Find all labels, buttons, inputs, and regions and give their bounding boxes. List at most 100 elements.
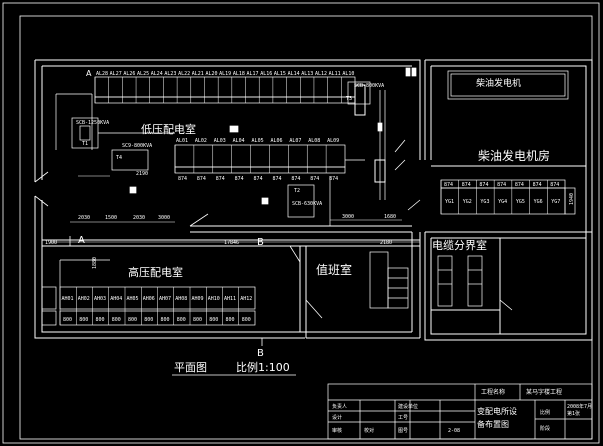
hv-panel-label: AH10 — [208, 296, 220, 302]
lv-top-label: AL22 — [178, 71, 190, 77]
dim-2030b: 2030 — [133, 215, 145, 221]
gen-panel-dim: 874 — [550, 182, 559, 188]
lv-bottom-dim: 874 — [216, 176, 225, 182]
dim-1500: 1500 — [105, 215, 117, 221]
dim-2180: 2180 — [380, 240, 392, 246]
plan-scale: 比例1:100 — [236, 360, 290, 374]
t3-tag: T3 — [346, 96, 352, 102]
gen-panel-label: YG2 — [463, 199, 472, 205]
building-walls — [34, 59, 593, 341]
lv-bottom-label: AL04 — [233, 138, 245, 144]
room-cable: 电缆分界室 — [432, 238, 487, 252]
lv-dimensions — [50, 175, 420, 243]
t4-tag: T4 — [116, 155, 122, 161]
gen-panel-dim: 874 — [533, 182, 542, 188]
dim-1000: 3000 — [158, 215, 170, 221]
lv-top-label: AL11 — [329, 71, 341, 77]
room-high-voltage: 高压配电室 — [128, 265, 183, 279]
tb-drawing-title-1: 变配电所设 — [477, 406, 517, 416]
section-b-mid: B — [257, 237, 264, 248]
generator-panels: YG1874YG2874YG3874YG4874YG5874YG6874YG78… — [440, 180, 560, 214]
lv-bottom-label: AL08 — [308, 138, 320, 144]
hv-panel-dim: 800 — [112, 317, 121, 323]
hv-panel-dim: 800 — [226, 317, 235, 323]
hv-panel-dim: 800 — [79, 317, 88, 323]
dim-1940: 1940 — [569, 193, 575, 205]
hv-panel-dim: 800 — [177, 317, 186, 323]
t1-tag: T1 — [82, 141, 88, 147]
lv-top-label: AL26 — [123, 71, 135, 77]
t3-spec: SCB-800KVA — [354, 83, 384, 89]
lv-top-label: AL27 — [110, 71, 122, 77]
gen-panel-dim: 874 — [515, 182, 524, 188]
gen-panel-label: YG3 — [480, 199, 489, 205]
lv-top-label: AL23 — [164, 71, 176, 77]
room-generator-room: 柴油发电机房 — [478, 148, 550, 163]
hv-panel-dim: 800 — [242, 317, 251, 323]
hv-panel-label: AH03 — [94, 296, 106, 302]
gen-panel-dim: 874 — [462, 182, 471, 188]
tb-drawing-no-value: 2-08 — [448, 428, 460, 434]
section-b-bottom: B — [257, 348, 264, 359]
lv-bottom-label: AL07 — [289, 138, 301, 144]
hv-panel-dim: 800 — [96, 317, 105, 323]
lv-bottom-label: AL03 — [214, 138, 226, 144]
hv-panel-label: AH12 — [240, 296, 252, 302]
tb-project-no-label: 工号 — [398, 415, 408, 421]
hv-panel-label: AH01 — [62, 296, 74, 302]
lv-bottom-dim: 874 — [178, 176, 187, 182]
lv-top-label: AL10 — [342, 71, 354, 77]
hv-panel-label: AH07 — [159, 296, 171, 302]
hv-panels: AH01800AH02800AH03800AH04800AH05800AH068… — [59, 287, 252, 325]
lv-bottom-dim: 874 — [272, 176, 281, 182]
tb-design-label: 设计 — [332, 414, 342, 421]
t2-spec: SCB-630KVA — [292, 201, 322, 207]
lv-top-label: AL14 — [288, 71, 300, 77]
gen-panel-dim: 874 — [497, 182, 506, 188]
lv-bottom-label: AL05 — [252, 138, 264, 144]
lv-top-label: AL15 — [274, 71, 286, 77]
t2-tag: T2 — [294, 188, 300, 194]
gen-panel-dim: 874 — [479, 182, 488, 188]
tb-drawing-no-label: 图号 — [398, 428, 408, 434]
hv-panel-dim: 800 — [144, 317, 153, 323]
hv-panel-label: AH06 — [143, 296, 155, 302]
section-a-mid: A — [78, 235, 85, 246]
lv-bottom-label: AL02 — [195, 138, 207, 144]
duty-equipment — [369, 251, 409, 309]
lv-bottom-dim: 874 — [310, 176, 319, 182]
gen-panel-label: YG5 — [516, 199, 525, 205]
lv-top-label: AL16 — [260, 71, 272, 77]
dim-1880: 1880 — [92, 257, 98, 269]
hv-panel-label: AH11 — [224, 296, 236, 302]
tb-project-label: 工程名称 — [481, 388, 505, 396]
gen-panel-label: YG7 — [551, 199, 560, 205]
t1-spec: SCB-1250KVA — [76, 120, 109, 126]
hv-panel-dim: 800 — [128, 317, 137, 323]
tb-approve-label: 审核 — [332, 427, 342, 434]
dim-2030: 2030 — [78, 215, 90, 221]
gen-panel-label: YG6 — [534, 199, 543, 205]
hv-panel-dim: 800 — [209, 317, 218, 323]
lv-top-label: AL17 — [247, 71, 259, 77]
dim-1900: 1900 — [45, 240, 57, 246]
title-block — [327, 383, 593, 440]
section-a-top: A — [86, 69, 92, 78]
lv-top-label: AL25 — [137, 71, 149, 77]
hv-panel-dim: 800 — [193, 317, 202, 323]
tb-check-label: 校对 — [364, 427, 374, 434]
tb-owner-label: 负责人 — [332, 403, 347, 410]
tb-drawing-title-2: 备布置图 — [477, 419, 509, 429]
lv-bottom-dim: 874 — [329, 176, 338, 182]
lv-bottom-label: AL06 — [270, 138, 282, 144]
room-generator: 柴油发电机 — [476, 77, 521, 89]
gen-panel-dim: 874 — [444, 182, 453, 188]
tb-stage-label: 阶段 — [540, 425, 550, 432]
tb-company-label: 建设单位 — [398, 403, 418, 410]
t4-spec: SC9-800KVA — [122, 143, 152, 149]
room-duty: 值班室 — [316, 262, 352, 277]
dim-1680: 1680 — [384, 214, 396, 220]
hv-panel-label: AH08 — [175, 296, 187, 302]
